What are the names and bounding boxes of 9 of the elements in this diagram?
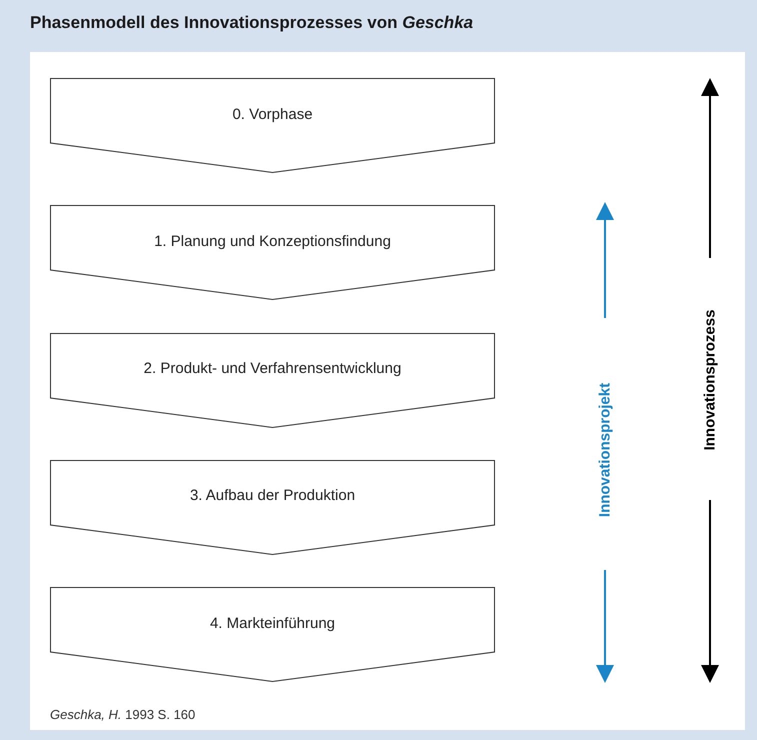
- phase-label: 1. Planung und Konzeptionsfindung: [153, 232, 392, 250]
- phase-label: 4. Markteinführung: [208, 614, 336, 632]
- phase-label: 3. Aufbau der Produktion: [188, 487, 356, 504]
- caption: Geschka, H. 1993 S. 160: [50, 707, 196, 722]
- phase-label: 0. Vorphase: [231, 106, 314, 122]
- title: Phasenmodell des Innovationsprozesses von Geschka: [30, 13, 474, 33]
- axis-label: Innovationsprozess: [702, 310, 718, 450]
- axis-label: Innovationsprojekt: [596, 382, 614, 518]
- phase-label: 2. Produkt- und Verfahrensentwicklung: [142, 360, 402, 378]
